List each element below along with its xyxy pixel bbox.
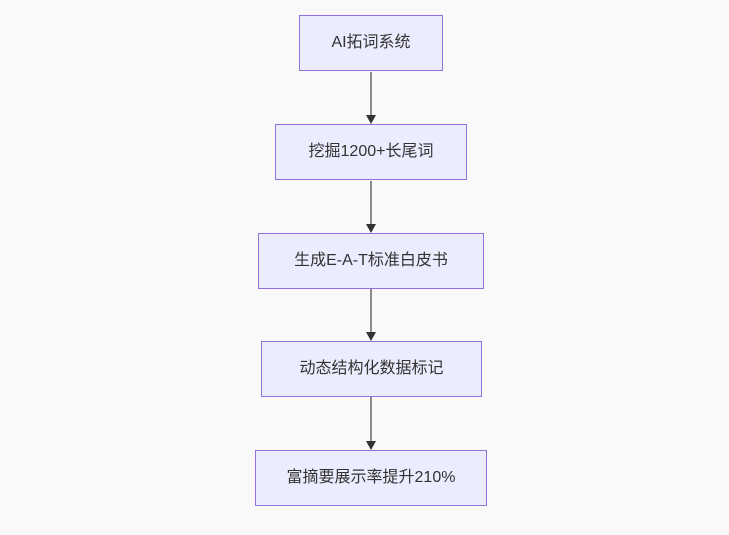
flow-node-2: 挖掘1200+长尾词 xyxy=(275,124,467,180)
flow-node-3-label: 生成E-A-T标准白皮书 xyxy=(294,251,448,269)
flow-node-1-label: AI拓词系统 xyxy=(331,33,411,51)
flow-node-4-label: 动态结构化数据标记 xyxy=(299,359,444,377)
flow-arrow-4 xyxy=(366,397,376,450)
flow-arrow-2 xyxy=(366,181,376,233)
flow-node-2-label: 挖掘1200+长尾词 xyxy=(308,142,434,160)
flow-node-5: 富摘要展示率提升210% xyxy=(255,450,487,506)
flow-node-1: AI拓词系统 xyxy=(299,15,443,71)
flow-node-4: 动态结构化数据标记 xyxy=(261,341,482,397)
flow-node-5-label: 富摘要展示率提升210% xyxy=(286,468,456,486)
flow-arrow-1 xyxy=(366,72,376,124)
flow-node-3: 生成E-A-T标准白皮书 xyxy=(258,233,484,289)
flow-arrow-3 xyxy=(366,289,376,341)
